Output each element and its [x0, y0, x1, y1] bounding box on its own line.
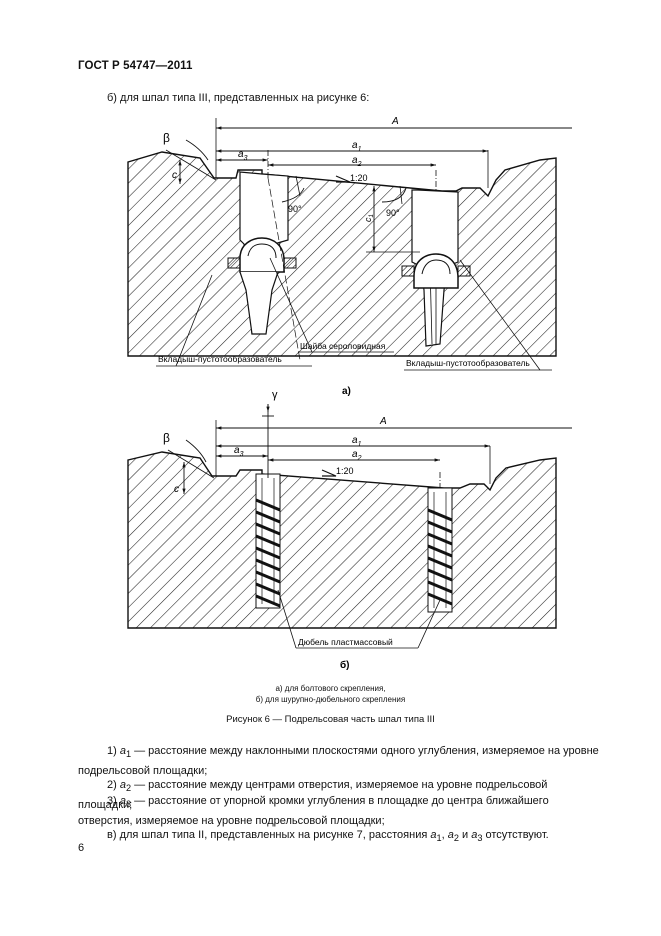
figure-caption: Рисунок 6 — Подрельсовая часть шпал типа…	[226, 714, 435, 725]
slope-label-b: 1:20	[336, 466, 354, 476]
page-number: 6	[78, 842, 85, 854]
label-washer-a: Шайба сероловидная	[300, 341, 386, 351]
dim-c1-label-a: c1	[363, 214, 375, 222]
dim-c-label-a: c	[172, 170, 177, 181]
figure-b-letter: б)	[340, 659, 350, 671]
insert-left-a	[239, 237, 285, 273]
intro-text: б) для шпал типа III, представленных на …	[107, 92, 370, 104]
dim-c-label-b: c	[174, 484, 179, 495]
figure-a-letter: а)	[342, 386, 351, 397]
slope-label-a: 1:20	[350, 173, 368, 183]
dim-a2-label-b: a2	[352, 449, 362, 462]
dim-a3-label-a: a3	[238, 149, 248, 162]
dim-a3-label-b: a3	[234, 445, 244, 458]
paragraph-2: 2) a2 — расстояние между центрами отверс…	[78, 779, 548, 812]
dim-a2-label-a: a2	[352, 155, 362, 168]
document-header: ГОСТ Р 54747—2011	[78, 60, 193, 72]
dim-a1-label-b: a1	[352, 435, 362, 448]
dim-A-label-b: A	[379, 416, 387, 427]
angle-beta-label-b: β	[163, 431, 170, 445]
caption-subline-b: б) для шурупно-дюбельного скрепления	[255, 695, 406, 704]
angle-beta-label-a: β	[163, 131, 170, 145]
paragraph-4: в) для шпал типа II, представленных на р…	[107, 829, 549, 844]
dim-a1-label-a: a1	[352, 140, 362, 153]
angle-gamma-label-b: γ	[272, 389, 278, 401]
dim-A-label-a: A	[391, 116, 399, 127]
caption-subline-a: а) для болтового скрепления,	[275, 684, 386, 693]
dowel-left-b	[255, 498, 281, 608]
insert-right-a	[413, 253, 459, 289]
label-insert-left-a: Вкладыш-пустотообразователь	[158, 354, 282, 364]
angle-90-left-a: 90°	[288, 204, 302, 214]
sleeper-body-b	[127, 451, 557, 629]
paragraph-3: 3) a3 — расстояние от упорной кромки угл…	[78, 795, 549, 828]
angle-90-right-a: 90°	[386, 208, 400, 218]
label-insert-right-a: Вкладыш-пустотообразователь	[406, 358, 530, 368]
dowel-right-b	[427, 508, 453, 606]
paragraph-1: 1) a1 — расстояние между наклонными плос…	[78, 745, 599, 778]
label-dowel-b: Дюбель пластмассовый	[298, 637, 393, 647]
